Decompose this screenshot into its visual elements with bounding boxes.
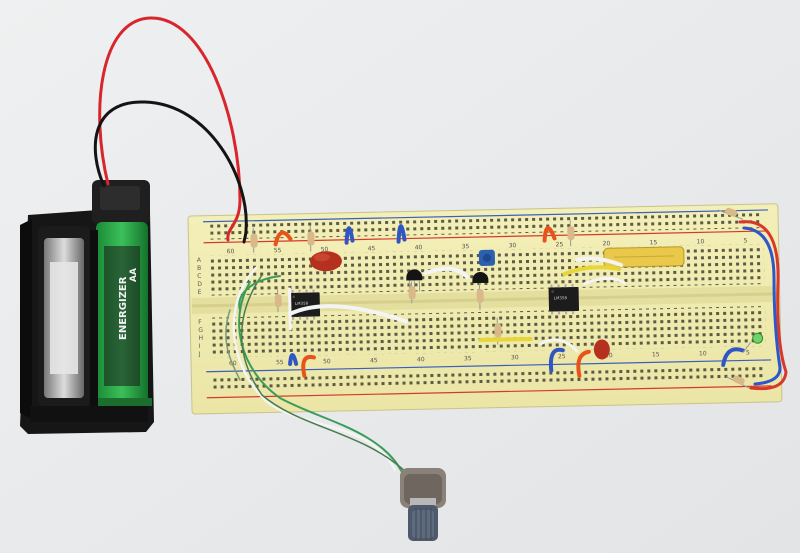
svg-text:20: 20 [603,240,611,247]
svg-text:25: 25 [558,353,566,360]
svg-text:30: 30 [509,242,517,249]
ceramic-capacitor-2 [593,339,610,360]
svg-text:35: 35 [464,355,472,362]
svg-text:55: 55 [274,247,282,254]
resistor-8 [726,375,752,390]
terminal-strip-bottom [210,306,766,358]
svg-text:LM358: LM358 [554,295,568,300]
svg-text:I: I [199,343,201,350]
svg-text:45: 45 [370,357,378,364]
svg-text:E: E [197,289,201,296]
transistor-2 [472,272,489,284]
svg-text:H: H [198,335,203,342]
svg-text:G: G [198,327,203,334]
svg-text:10: 10 [699,350,707,357]
svg-text:D: D [197,281,202,288]
svg-text:ENERGIZER: ENERGIZER [118,276,129,340]
resistor-1 [250,227,258,253]
svg-text:40: 40 [415,244,423,251]
svg-text:J: J [198,351,201,358]
svg-text:60: 60 [227,248,235,255]
svg-text:15: 15 [652,351,660,358]
breadboard: A B C D E F G H I J 60 55 50 45 40 35 30… [187,203,783,415]
svg-text:45: 45 [368,245,376,252]
ceramic-capacitor-1 [309,251,342,272]
film-capacitor [603,246,685,268]
rail-loop-wires [738,220,788,391]
svg-text:5: 5 [744,237,748,244]
svg-text:50: 50 [323,358,331,365]
ic-chip-right: LM358 [548,284,580,315]
svg-text:AA: AA [129,268,139,282]
svg-text:40: 40 [417,356,425,363]
row-labels: A B C D E F G H I J [197,257,204,358]
resistor-5 [567,220,575,247]
svg-text:B: B [197,265,201,272]
svg-text:5: 5 [746,349,750,356]
power-rail-bottom [206,359,772,399]
svg-text:10: 10 [697,238,705,245]
led-green [742,332,764,353]
trimmer-potentiometer [478,249,496,266]
svg-text:50: 50 [321,246,329,253]
svg-text:55: 55 [276,359,284,366]
battery-cell-1 [38,226,90,406]
svg-text:A: A [197,257,202,264]
potentiometer-cable [225,266,409,475]
resistor-7 [717,207,744,220]
jumper-wires [273,224,745,378]
battery-holder: ENERGIZER AA [20,180,154,434]
svg-text:LM358: LM358 [295,301,309,306]
battery-cell-2: ENERGIZER AA [92,222,152,408]
resistor-4 [476,282,484,311]
svg-text:25: 25 [556,241,564,248]
resistor-9 [274,289,282,313]
svg-text:35: 35 [462,243,470,250]
battery-leads [93,16,248,244]
svg-text:F: F [198,319,202,326]
potentiometer [400,468,446,541]
svg-text:30: 30 [511,354,519,361]
svg-text:C: C [197,273,201,280]
resistor-2 [307,225,315,252]
svg-text:20: 20 [605,352,613,359]
ic-chip-left: LM358 [289,289,321,320]
resistor-3 [408,281,416,304]
svg-text:15: 15 [650,239,658,246]
